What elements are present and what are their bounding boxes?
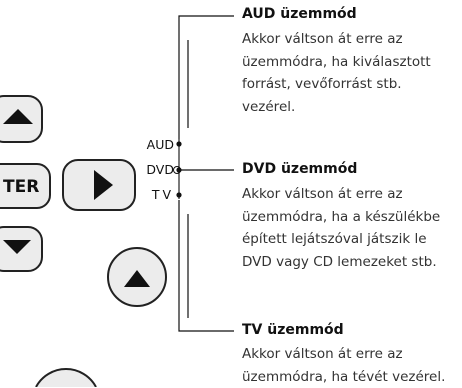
aud-desc-line: üzemmódra, ha kiválasztott xyxy=(242,51,431,74)
enter-button-label: TER xyxy=(3,177,39,197)
dvd-mode-description: Akkor váltson át erre az üzemmódra, ha a… xyxy=(242,183,440,273)
tv-desc-line: üzemmódra, ha tévét vezérel. xyxy=(242,366,445,388)
up-arrow-button xyxy=(0,96,42,142)
aud-desc-line: Akkor váltson át erre az xyxy=(242,28,431,51)
switch-label-tv: TV xyxy=(152,187,174,202)
dvd-desc-line: épített lejátszóval játszik le xyxy=(242,228,440,251)
switch-label-aud: AUD xyxy=(147,137,174,152)
aud-mode-title: AUD üzemmód xyxy=(242,6,357,22)
dvd-mode-title: DVD üzemmód xyxy=(242,161,357,177)
aud-mode-description: Akkor váltson át erre az üzemmódra, ha k… xyxy=(242,28,431,118)
right-arrow-button xyxy=(63,160,135,210)
tv-desc-line: Akkor váltson át erre az xyxy=(242,343,445,366)
enter-button: TER xyxy=(0,164,50,208)
dvd-desc-line: Akkor váltson át erre az xyxy=(242,183,440,206)
tv-mode-title: TV üzemmód xyxy=(242,322,344,338)
mode-switch xyxy=(174,139,182,199)
dvd-desc-line: üzemmódra, ha a készülékbe xyxy=(242,206,440,229)
round-up-button xyxy=(108,248,166,306)
aud-desc-line: vezérel. xyxy=(242,96,431,119)
down-arrow-button xyxy=(0,227,42,271)
dvd-desc-line: DVD vagy CD lemezeket stb. xyxy=(242,251,440,274)
aud-desc-line: forrást, vevőforrást stb. xyxy=(242,73,431,96)
switch-label-dvd: DVD xyxy=(146,162,174,177)
tv-mode-description: Akkor váltson át erre az üzemmódra, ha t… xyxy=(242,343,445,388)
callout-lines xyxy=(179,16,234,331)
round-button xyxy=(36,369,96,387)
